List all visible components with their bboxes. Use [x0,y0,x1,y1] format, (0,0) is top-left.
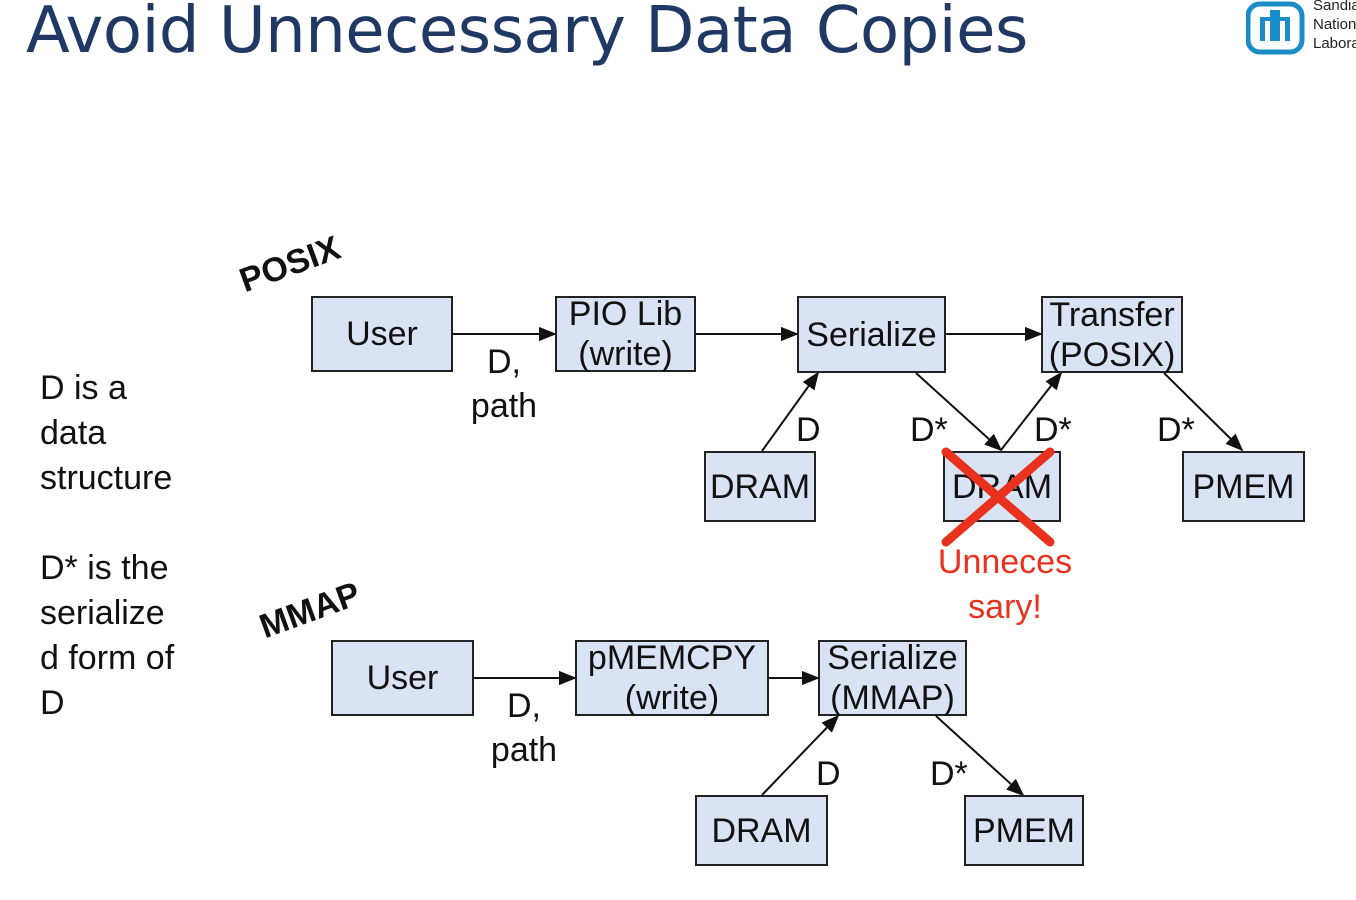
arrow-dram-to-serialize [761,371,820,452]
slide-title: Avoid Unnecessary Data Copies [26,0,1028,68]
posix-transfer-box: Transfer (POSIX) [1041,296,1183,374]
mmap-pmemcpy-box: pMEMCPY (write) [575,639,769,717]
posix-user-box: User [311,296,453,372]
note-dstar-definition: D* is the serialize d form of D [40,549,175,722]
arrow-serialize-to-pmem-mmap [935,715,1025,797]
arrow-transfer-to-pmem [1163,372,1244,452]
posix-serialize-box: Serialize [797,296,946,373]
posix-label-dstar-3: D* [1157,411,1195,449]
mmap-label-dstar: D* [930,755,968,793]
posix-dram-box: DRAM [704,451,816,522]
note-d-definition: D is a data structure [40,369,173,497]
arrow-dram-to-serialize-mmap [761,714,840,796]
posix-pmem-box: PMEM [1182,451,1305,522]
arrow-dram-to-transfer [1000,371,1063,451]
mmap-label-d-path: D, path [490,687,558,769]
posix-label-d-path: D, path [470,343,538,425]
arrow-serialize-to-dram [915,372,1003,452]
lab-name-text: Sandia Nation Labora [1313,0,1356,52]
mmap-serialize-box: Serialize (MMAP) [818,639,967,717]
sandia-logo-icon [1246,1,1305,55]
unnecessary-warning: Unneces sary! [937,543,1073,626]
mmap-dram-box: DRAM [695,795,828,866]
mmap-pmem-box: PMEM [964,795,1084,866]
posix-pio-lib-box: PIO Lib (write) [555,295,696,373]
mmap-label-d: D [816,755,841,793]
posix-label-d: D [796,411,821,449]
posix-label-dstar-1: D* [910,411,948,449]
posix-dram-copy-box: DRAM [943,451,1061,522]
mmap-user-box: User [331,640,474,716]
posix-label-dstar-2: D* [1034,411,1072,449]
